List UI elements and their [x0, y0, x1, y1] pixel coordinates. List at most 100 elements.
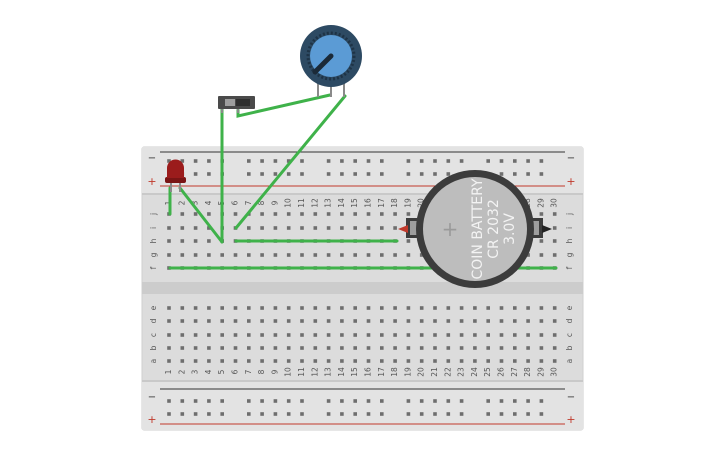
rail-hole[interactable]	[180, 399, 185, 403]
hole-d-5[interactable]	[220, 319, 224, 323]
hole-e-9[interactable]	[273, 306, 278, 310]
rail-hole[interactable]	[207, 172, 211, 176]
hole-b-21[interactable]	[433, 346, 437, 350]
hole-e-27[interactable]	[513, 306, 517, 310]
rail-hole[interactable]	[286, 172, 291, 176]
hole-g-4[interactable]	[207, 253, 211, 257]
hole-e-28[interactable]	[526, 306, 530, 310]
hole-i-12[interactable]	[313, 226, 318, 230]
hole-g-30[interactable]	[552, 253, 557, 257]
hole-d-17[interactable]	[380, 319, 384, 323]
rail-hole[interactable]	[539, 412, 544, 416]
led-icon[interactable]	[165, 159, 186, 193]
hole-b-1[interactable]	[167, 346, 171, 350]
hole-c-6[interactable]	[233, 333, 238, 337]
rail-hole[interactable]	[273, 412, 278, 416]
hole-d-19[interactable]	[406, 319, 411, 323]
rail-hole[interactable]	[499, 172, 504, 176]
hole-c-3[interactable]	[193, 333, 198, 337]
rail-hole[interactable]	[193, 412, 198, 416]
hole-a-18[interactable]	[393, 359, 397, 363]
hole-c-21[interactable]	[433, 333, 437, 337]
hole-a-28[interactable]	[526, 359, 530, 363]
hole-c-10[interactable]	[286, 333, 291, 337]
hole-d-11[interactable]	[300, 319, 304, 323]
hole-d-21[interactable]	[433, 319, 437, 323]
hole-c-1[interactable]	[167, 333, 171, 337]
hole-a-16[interactable]	[366, 359, 371, 363]
hole-c-7[interactable]	[247, 333, 251, 337]
rail-hole[interactable]	[273, 399, 278, 403]
rail-hole[interactable]	[260, 159, 264, 163]
hole-c-20[interactable]	[419, 333, 424, 337]
rail-hole[interactable]	[193, 159, 198, 163]
rail-hole[interactable]	[406, 172, 411, 176]
hole-c-16[interactable]	[366, 333, 371, 337]
hole-i-14[interactable]	[340, 226, 344, 230]
rail-hole[interactable]	[380, 412, 384, 416]
hole-b-2[interactable]	[180, 346, 185, 350]
rail-hole[interactable]	[326, 399, 331, 403]
hole-j-29[interactable]	[539, 212, 544, 216]
hole-g-16[interactable]	[366, 253, 371, 257]
rail-hole[interactable]	[459, 159, 464, 163]
hole-c-15[interactable]	[353, 333, 357, 337]
rail-hole[interactable]	[446, 159, 451, 163]
hole-e-18[interactable]	[393, 306, 397, 310]
rail-hole[interactable]	[513, 172, 517, 176]
hole-g-9[interactable]	[273, 253, 278, 257]
hole-a-19[interactable]	[406, 359, 411, 363]
hole-b-25[interactable]	[486, 346, 490, 350]
hole-j-3[interactable]	[193, 212, 198, 216]
rail-hole[interactable]	[247, 172, 251, 176]
hole-d-26[interactable]	[499, 319, 504, 323]
hole-e-19[interactable]	[406, 306, 411, 310]
rail-hole[interactable]	[433, 412, 437, 416]
hole-a-22[interactable]	[446, 359, 451, 363]
hole-e-4[interactable]	[207, 306, 211, 310]
hole-b-13[interactable]	[326, 346, 331, 350]
hole-a-10[interactable]	[286, 359, 291, 363]
hole-b-30[interactable]	[552, 346, 557, 350]
rail-hole[interactable]	[300, 412, 304, 416]
hole-g-12[interactable]	[313, 253, 318, 257]
hole-d-4[interactable]	[207, 319, 211, 323]
hole-g-5[interactable]	[220, 253, 224, 257]
hole-g-6[interactable]	[233, 253, 238, 257]
hole-c-24[interactable]	[473, 333, 477, 337]
hole-d-13[interactable]	[326, 319, 331, 323]
hole-j-13[interactable]	[326, 212, 331, 216]
hole-c-2[interactable]	[180, 333, 185, 337]
hole-g-3[interactable]	[193, 253, 198, 257]
hole-d-6[interactable]	[233, 319, 238, 323]
rail-hole[interactable]	[380, 172, 384, 176]
switch-slider[interactable]	[225, 99, 235, 106]
hole-a-13[interactable]	[326, 359, 331, 363]
hole-d-9[interactable]	[273, 319, 278, 323]
rail-hole[interactable]	[340, 399, 344, 403]
hole-b-10[interactable]	[286, 346, 291, 350]
rail-hole[interactable]	[499, 159, 504, 163]
hole-c-8[interactable]	[260, 333, 264, 337]
rail-hole[interactable]	[366, 159, 371, 163]
hole-e-29[interactable]	[539, 306, 544, 310]
rail-hole[interactable]	[207, 399, 211, 403]
rail-hole[interactable]	[419, 172, 424, 176]
hole-j-19[interactable]	[406, 212, 411, 216]
hole-g-14[interactable]	[340, 253, 344, 257]
hole-b-20[interactable]	[419, 346, 424, 350]
rail-hole[interactable]	[167, 412, 171, 416]
rail-hole[interactable]	[300, 159, 304, 163]
hole-a-20[interactable]	[419, 359, 424, 363]
hole-a-7[interactable]	[247, 359, 251, 363]
hole-d-24[interactable]	[473, 319, 477, 323]
hole-d-23[interactable]	[459, 319, 464, 323]
rail-hole[interactable]	[340, 159, 344, 163]
hole-b-8[interactable]	[260, 346, 264, 350]
hole-a-4[interactable]	[207, 359, 211, 363]
rail-hole[interactable]	[499, 412, 504, 416]
hole-j-16[interactable]	[366, 212, 371, 216]
hole-i-17[interactable]	[380, 226, 384, 230]
rail-hole[interactable]	[419, 159, 424, 163]
hole-g-18[interactable]	[393, 253, 397, 257]
